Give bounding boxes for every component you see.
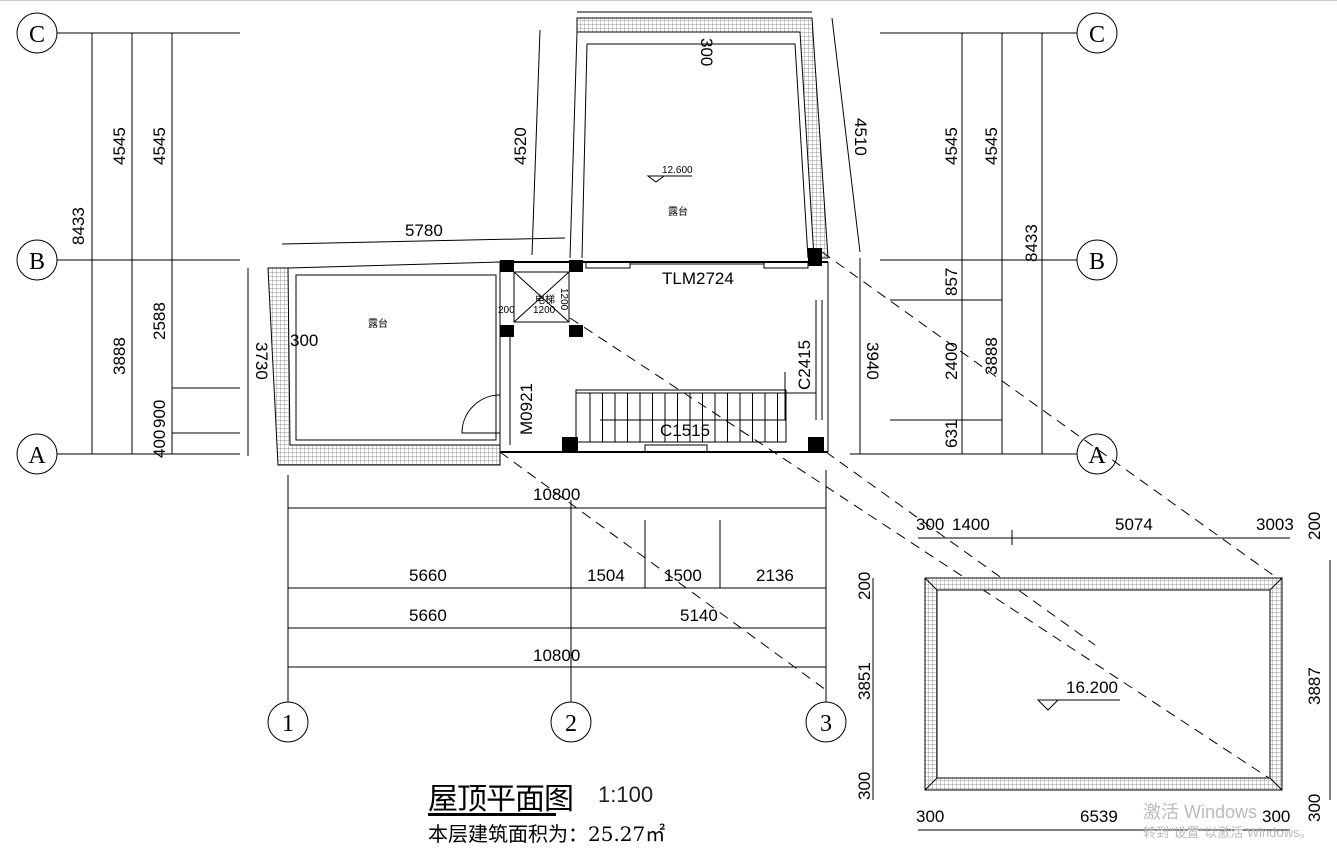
- svg-text:200: 200: [498, 305, 515, 316]
- bottom-dimensions: 10800 5660 1504 1500 2136 5660 5140 1080…: [288, 485, 826, 668]
- svg-text:3730: 3730: [252, 342, 271, 380]
- title-underline: [428, 813, 556, 816]
- svg-text:电梯: 电梯: [535, 293, 555, 306]
- svg-text:3003: 3003: [1256, 515, 1294, 534]
- svg-text:10800: 10800: [533, 646, 580, 665]
- svg-text:3888: 3888: [110, 337, 129, 375]
- svg-text:4545: 4545: [150, 127, 169, 165]
- svg-text:1200: 1200: [533, 305, 556, 316]
- axis-2: 2: [565, 711, 577, 737]
- floor-area: 本层建筑面积为：25.27㎡: [428, 822, 666, 846]
- svg-text:露台: 露台: [668, 205, 688, 218]
- svg-text:5660: 5660: [409, 606, 447, 625]
- svg-text:1500: 1500: [664, 566, 702, 585]
- svg-text:1200: 1200: [558, 288, 569, 311]
- axis-bubbles: C B A C B A 1 2 3: [16, 12, 1118, 743]
- svg-text:2400: 2400: [942, 342, 961, 380]
- svg-text:1400: 1400: [952, 515, 990, 534]
- svg-text:4545: 4545: [982, 127, 1001, 165]
- svg-text:8433: 8433: [69, 207, 88, 245]
- roof-plan-upper: 300 1400 5074 3003 200 200 3851 3887 300…: [855, 512, 1331, 831]
- drawing-scale: 1:100: [598, 782, 654, 807]
- svg-text:400: 400: [150, 430, 169, 458]
- axis-a-left: A: [28, 443, 46, 469]
- svg-text:1504: 1504: [587, 566, 625, 585]
- svg-text:2588: 2588: [150, 302, 169, 340]
- svg-text:4510: 4510: [851, 118, 870, 156]
- axis-c-right: C: [1089, 22, 1105, 48]
- svg-text:4545: 4545: [942, 127, 961, 165]
- axis-b-left: B: [29, 249, 45, 275]
- left-terrace: 露台: [267, 261, 501, 466]
- svg-text:200: 200: [855, 572, 874, 600]
- projection-lines: [499, 251, 1281, 783]
- svg-text:300: 300: [916, 807, 944, 826]
- axis-3: 3: [820, 711, 832, 737]
- terrace-label: 露台: [368, 317, 388, 330]
- svg-text:3940: 3940: [863, 342, 882, 380]
- window-edge: [0, 0, 1337, 1]
- svg-text:300: 300: [855, 772, 874, 800]
- svg-text:4545: 4545: [110, 127, 129, 165]
- svg-text:857: 857: [942, 268, 961, 296]
- right-dimensions: 4545 4545 8433 857 2400 3888 631 3940 45…: [511, 38, 1041, 448]
- axis-c-left: C: [29, 22, 45, 48]
- svg-text:6539: 6539: [1080, 807, 1118, 826]
- axis-1: 1: [282, 711, 294, 737]
- svg-text:10800: 10800: [533, 485, 580, 504]
- svg-text:5140: 5140: [680, 606, 718, 625]
- door-swing-m0921: [461, 394, 501, 434]
- svg-text:12.600: 12.600: [662, 165, 693, 176]
- svg-text:16.200: 16.200: [1066, 678, 1118, 697]
- svg-text:8433: 8433: [1022, 224, 1041, 262]
- svg-text:3887: 3887: [1305, 667, 1324, 705]
- svg-text:200: 200: [1305, 512, 1324, 540]
- activation-watermark-hint: 转到"设置"以激活 Windows。: [1143, 825, 1313, 840]
- svg-text:900: 900: [150, 400, 169, 428]
- svg-text:300: 300: [916, 515, 944, 534]
- svg-text:631: 631: [942, 420, 961, 448]
- axis-lines: [57, 11, 1077, 702]
- svg-text:5780: 5780: [405, 221, 443, 240]
- activation-watermark: 激活 Windows: [1143, 802, 1258, 822]
- svg-text:300: 300: [290, 331, 318, 350]
- svg-text:C2415: C2415: [795, 340, 814, 390]
- svg-text:4520: 4520: [511, 127, 530, 165]
- svg-text:3888: 3888: [982, 337, 1001, 375]
- svg-text:300: 300: [697, 38, 716, 66]
- axis-b-right: B: [1089, 249, 1105, 275]
- elevator-shaft: [513, 271, 570, 323]
- drawing-title: 屋顶平面图: [428, 782, 574, 817]
- left-dimensions: 8433 4545 4545 3888 2588 900 400 3730 30…: [69, 127, 443, 458]
- svg-text:5660: 5660: [409, 566, 447, 585]
- svg-text:C1515: C1515: [660, 421, 710, 440]
- svg-text:5074: 5074: [1115, 515, 1153, 534]
- svg-text:M0921: M0921: [517, 383, 536, 435]
- stairs: [575, 372, 816, 443]
- svg-text:2136: 2136: [756, 566, 794, 585]
- svg-text:TLM2724: TLM2724: [662, 269, 734, 288]
- svg-text:300: 300: [1305, 794, 1324, 822]
- axis-a-right: A: [1088, 443, 1106, 469]
- svg-text:300: 300: [1262, 807, 1290, 826]
- svg-text:3851: 3851: [855, 662, 874, 700]
- stair-room: 电梯 200 1200 1200 TLM2724 C2415 M0921 C15…: [498, 248, 829, 453]
